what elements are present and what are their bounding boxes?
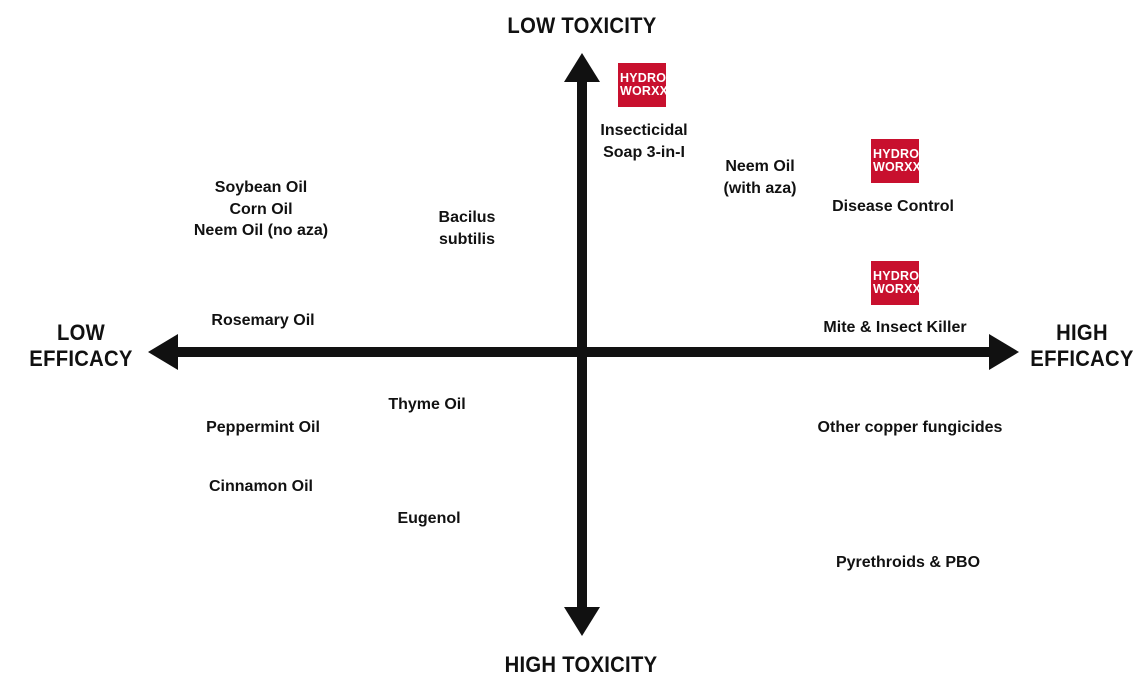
item-copper-fungicides: Other copper fungicides xyxy=(817,419,1003,436)
down-arrowhead-icon xyxy=(564,607,600,636)
item-insecticidal-soap: Insecticidal Soap 3-in-I xyxy=(600,122,688,161)
item-disease-control: Disease Control xyxy=(832,198,954,215)
axis-label-low-toxicity: LOW TOXICITY xyxy=(507,13,657,38)
item-eugenol: Eugenol xyxy=(397,510,461,527)
right-arrowhead-icon xyxy=(989,334,1019,370)
item-neem-oil-with-aza: Neem Oil (with aza) xyxy=(723,158,797,197)
axis-label-low-efficacy-line1: LOW xyxy=(56,320,106,345)
axis-label-high-efficacy-line2: EFFICACY xyxy=(1030,346,1134,372)
axis-label-high-efficacy-line1: HIGH xyxy=(1056,320,1108,345)
item-pyrethroids-pbo: Pyrethroids & PBO xyxy=(835,554,981,571)
up-arrowhead-icon xyxy=(564,53,600,82)
item-thyme-oil: Thyme Oil xyxy=(388,396,466,413)
item-rosemary-oil: Rosemary Oil xyxy=(211,312,315,329)
axis-label-high-toxicity: HIGH TOXICITY xyxy=(504,652,658,677)
item-cinnamon-oil: Cinnamon Oil xyxy=(209,478,313,495)
item-bacilus-subtilis: Bacilus subtilis xyxy=(438,209,496,248)
axis-label-low-efficacy-line2: EFFICACY xyxy=(29,346,133,372)
item-oil-group: Soybean Oil Corn Oil Neem Oil (no aza) xyxy=(193,179,329,240)
axis-label-high-efficacy: HIGH EFFICACY xyxy=(1025,320,1139,373)
left-arrowhead-icon xyxy=(148,334,178,370)
item-peppermint-oil: Peppermint Oil xyxy=(206,419,320,436)
item-mite-insect-killer: Mite & Insect Killer xyxy=(823,319,967,336)
axis-label-low-efficacy: LOW EFFICACY xyxy=(18,320,145,373)
